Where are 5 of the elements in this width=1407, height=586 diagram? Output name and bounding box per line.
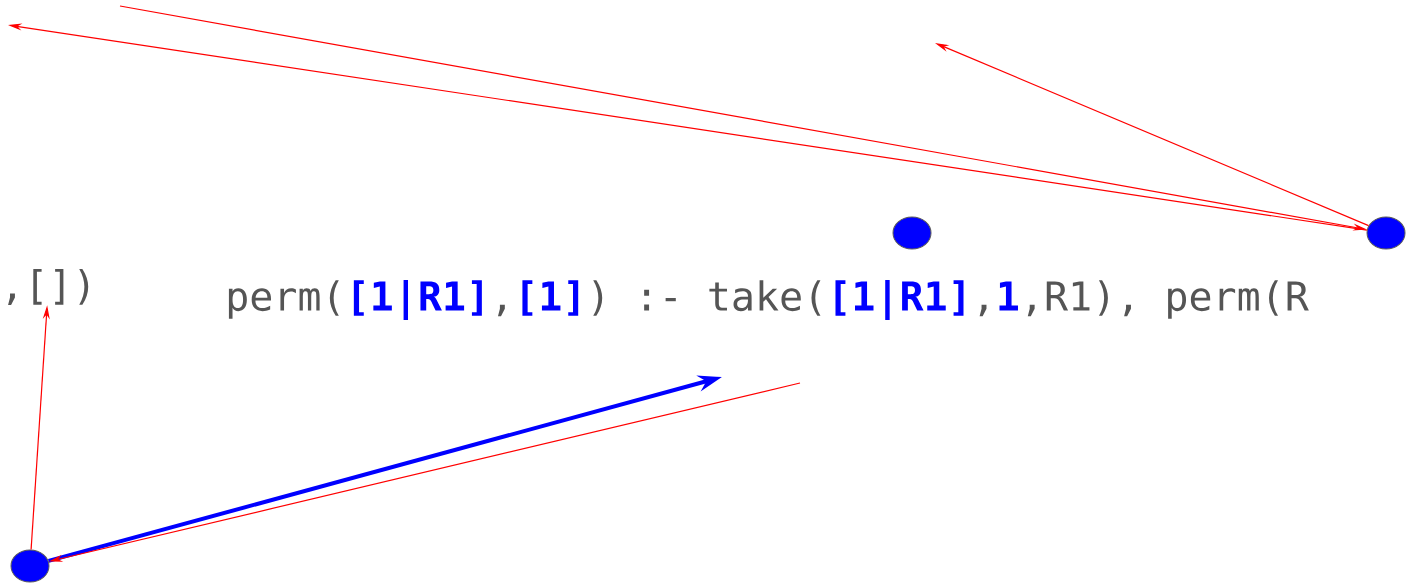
code-text: perm([1|R1],[1]) :- take([1|R1],1,R1), perm(R [228,280,1309,320]
dot [10,549,50,583]
dot [1366,216,1406,250]
code-text: ,[]) [8,269,89,305]
dot [892,216,932,250]
